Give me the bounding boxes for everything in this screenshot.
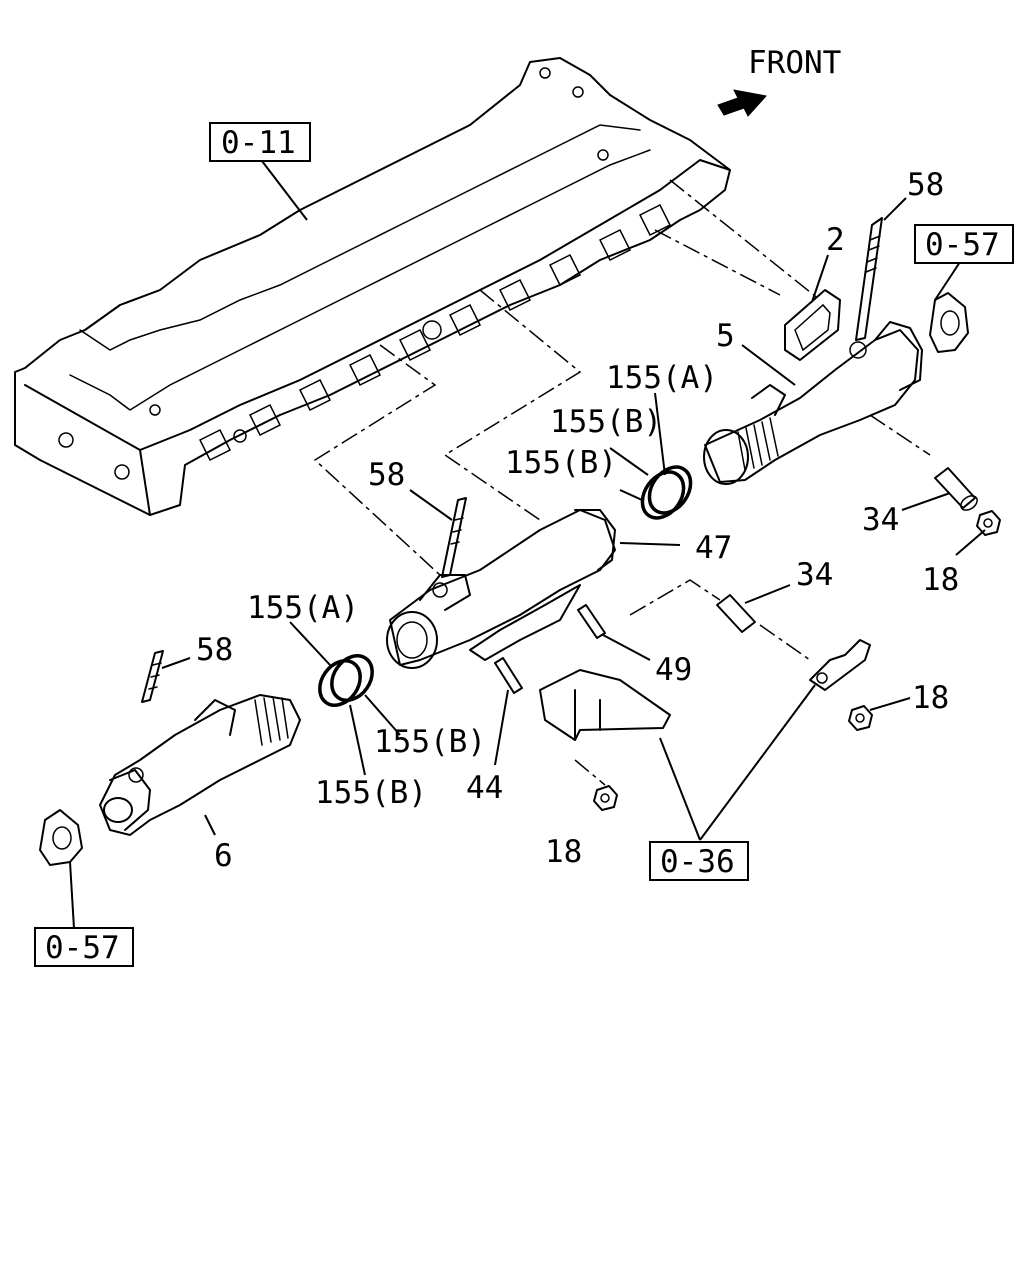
callout-34-right: 34 bbox=[862, 502, 899, 538]
rings-155-top bbox=[640, 465, 693, 520]
ref-0-36-label: 0-36 bbox=[660, 844, 735, 880]
callout-155b-left2: 155(B) bbox=[315, 775, 427, 811]
stud-58-left bbox=[141, 650, 164, 703]
ref-0-57-top: 0-57 bbox=[914, 224, 1014, 264]
sleeve-34-right bbox=[934, 467, 978, 511]
ref-0-11-label: 0-11 bbox=[221, 125, 296, 161]
callout-5: 5 bbox=[716, 318, 735, 354]
stud-58-top bbox=[855, 217, 883, 341]
pipe-5 bbox=[703, 321, 923, 485]
stud-49 bbox=[577, 604, 606, 639]
leaders bbox=[69, 197, 986, 946]
rings-155-left bbox=[318, 654, 374, 707]
ref-0-57-top-label: 0-57 bbox=[925, 227, 1000, 263]
callout-155b-top2: 155(B) bbox=[505, 445, 617, 481]
ref-0-57-bottom: 0-57 bbox=[34, 927, 134, 967]
callout-18-bottom: 18 bbox=[545, 834, 582, 870]
callout-34-mid: 34 bbox=[796, 557, 833, 593]
callout-58-top: 58 bbox=[907, 167, 944, 203]
callout-18-right: 18 bbox=[922, 562, 959, 598]
callout-58-mid: 58 bbox=[368, 457, 405, 493]
gasket-0-57-top bbox=[929, 292, 969, 353]
callout-49: 49 bbox=[655, 652, 692, 688]
stud-58-mid bbox=[441, 497, 467, 578]
nut-18-right bbox=[976, 510, 1001, 536]
callout-44: 44 bbox=[466, 770, 503, 806]
stud-44 bbox=[494, 657, 523, 694]
callout-155b-left1: 155(B) bbox=[374, 724, 486, 760]
callout-6: 6 bbox=[214, 838, 233, 874]
bracket-0-36 bbox=[539, 639, 871, 741]
ref-0-11: 0-11 bbox=[209, 122, 311, 221]
front-label: FRONT bbox=[748, 45, 841, 81]
nut-18-mid bbox=[848, 705, 873, 731]
callouts: 58 2 5 155(A) 155(B) 155(B) 58 47 34 18 … bbox=[196, 167, 959, 874]
callout-155b-top1: 155(B) bbox=[550, 404, 662, 440]
sleeve-34-mid bbox=[716, 594, 756, 633]
gasket-0-57-bottom bbox=[39, 809, 83, 866]
callout-18-mid: 18 bbox=[912, 680, 949, 716]
pipe-6 bbox=[99, 694, 301, 836]
callout-155a-top: 155(A) bbox=[606, 360, 718, 396]
callout-58-left: 58 bbox=[196, 632, 233, 668]
gasket-2 bbox=[784, 289, 841, 361]
ref-0-57-bottom-label: 0-57 bbox=[45, 930, 120, 966]
front-arrow-icon bbox=[717, 89, 767, 117]
callout-47: 47 bbox=[695, 530, 732, 566]
nut-18-bottom bbox=[593, 785, 618, 811]
front-indicator: FRONT bbox=[717, 45, 841, 117]
center-pipe-47 bbox=[386, 509, 616, 669]
centerlines bbox=[313, 179, 931, 786]
callout-155a-left: 155(A) bbox=[247, 590, 359, 626]
callout-2: 2 bbox=[826, 222, 845, 258]
ref-0-36: 0-36 bbox=[649, 841, 749, 881]
cylinder-head bbox=[14, 57, 731, 516]
